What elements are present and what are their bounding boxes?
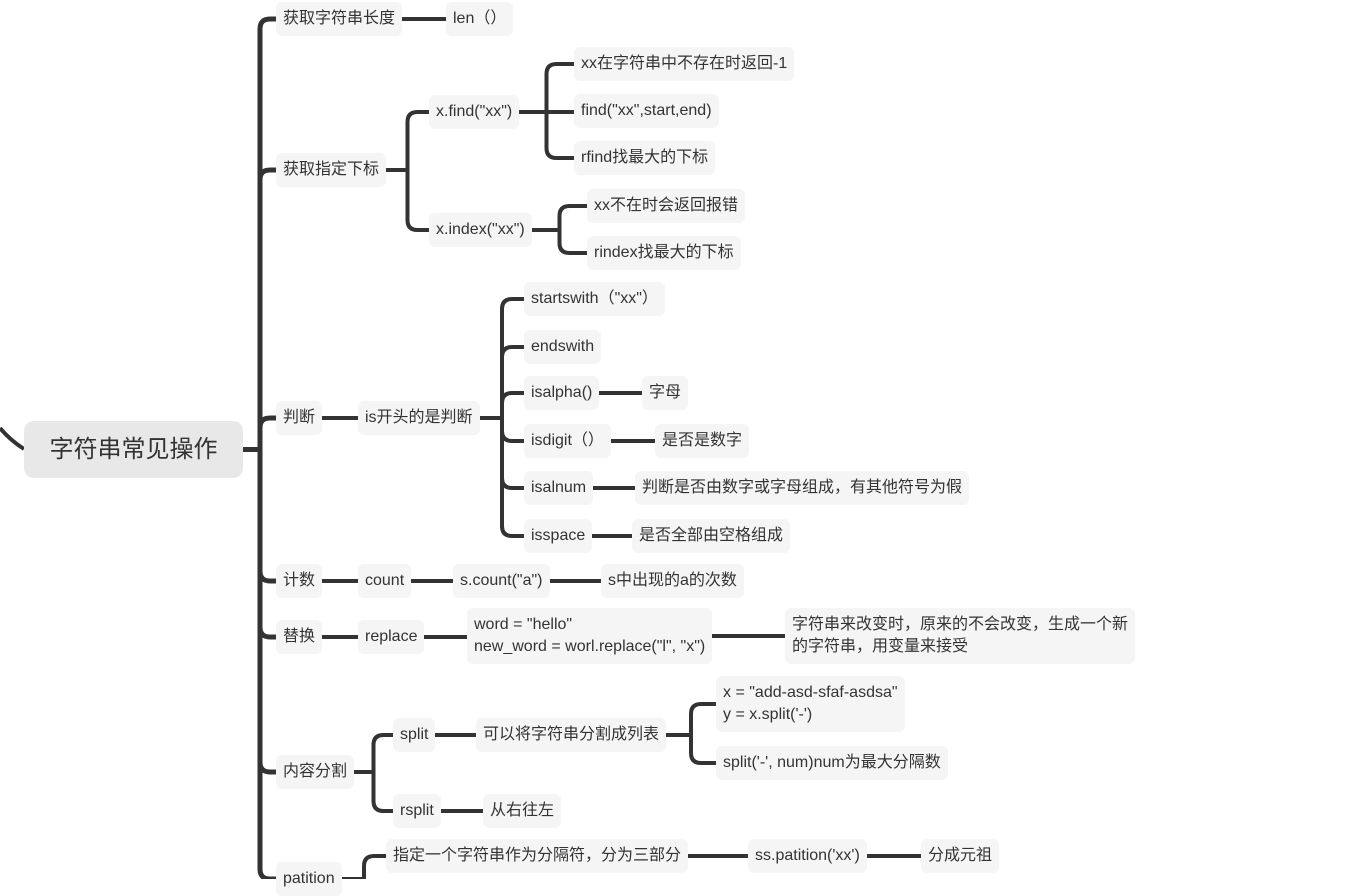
topic-partition-note[interactable]: 指定一个字符串作为分隔符，分为三部分 <box>386 839 689 873</box>
topic-isalpha-note[interactable]: 字母 <box>642 376 689 410</box>
topic-partition[interactable]: patition <box>276 862 342 896</box>
topic-count[interactable]: count <box>358 564 412 598</box>
connector <box>405 110 429 170</box>
topic-split-num[interactable]: split('-', num)num为最大分隔数 <box>716 746 948 780</box>
topic-isalnum[interactable]: isalnum <box>524 471 594 505</box>
topic-replace-note[interactable]: 字符串来改变时，原来的不会改变，生成一个新 的字符串，用变量来接受 <box>785 608 1136 664</box>
topic-get-index[interactable]: 获取指定下标 <box>276 153 387 187</box>
topic-isalpha[interactable]: isalpha() <box>524 376 600 410</box>
topic-find-note-1[interactable]: xx在字符串中不存在时返回-1 <box>574 47 795 81</box>
topic-startswith[interactable]: startswith（"xx"） <box>524 282 665 316</box>
connector <box>257 415 276 450</box>
topic-replace-group[interactable]: 替换 <box>276 620 323 654</box>
topic-partition-example[interactable]: ss.patition('xx') <box>748 839 867 873</box>
connector <box>500 418 524 443</box>
connector <box>544 62 574 112</box>
topic-judge[interactable]: 判断 <box>276 401 323 435</box>
topic-rsplit-note[interactable]: 从右往左 <box>483 794 562 828</box>
topic-find[interactable]: x.find("xx") <box>429 95 520 129</box>
topic-get-length[interactable]: 获取字符串长度 <box>276 2 403 36</box>
topic-index-note[interactable]: xx不在时会返回报错 <box>587 189 746 223</box>
connector <box>557 230 587 255</box>
connector <box>689 702 716 735</box>
connector <box>500 418 524 490</box>
connector <box>257 449 276 879</box>
connector <box>689 735 716 765</box>
connector <box>500 345 524 418</box>
connector <box>371 772 393 813</box>
connector <box>500 418 524 538</box>
connector <box>557 204 587 230</box>
topic-isdigit-note[interactable]: 是否是数字 <box>655 424 750 458</box>
connector <box>500 391 524 418</box>
connector <box>257 167 276 450</box>
connector <box>405 170 429 232</box>
topic-rsplit[interactable]: rsplit <box>393 794 441 828</box>
topic-split[interactable]: split <box>393 718 436 752</box>
connector <box>371 733 393 772</box>
topic-find-note-2[interactable]: find("xx",start,end) <box>574 94 719 128</box>
topic-isspace-note[interactable]: 是否全部由空格组成 <box>632 519 791 553</box>
topic-partition-result[interactable]: 分成元祖 <box>921 839 1000 873</box>
topic-index[interactable]: x.index("xx") <box>429 213 532 247</box>
connector <box>0 426 26 451</box>
connector <box>500 297 524 418</box>
topic-isdigit[interactable]: isdigit（） <box>524 424 611 458</box>
topic-replace[interactable]: replace <box>358 620 425 654</box>
topic-rfind[interactable]: rfind找最大的下标 <box>574 141 716 175</box>
connector <box>544 112 574 160</box>
topic-split-group[interactable]: 内容分割 <box>276 755 355 789</box>
topic-endswith[interactable]: endswith <box>524 330 602 364</box>
topic-len[interactable]: len（） <box>446 2 514 36</box>
topic-replace-example[interactable]: word = "hello" new_word = worl.replace("… <box>467 608 713 664</box>
topic-split-note[interactable]: 可以将字符串分割成列表 <box>476 718 667 752</box>
topic-count-example[interactable]: s.count("a") <box>453 564 550 598</box>
topic-rindex[interactable]: rindex找最大的下标 <box>587 236 741 270</box>
root-topic[interactable]: 字符串常见操作 <box>24 421 243 478</box>
connector <box>362 854 386 879</box>
topic-count-note[interactable]: s中出现的a的次数 <box>601 564 744 598</box>
topic-isspace[interactable]: isspace <box>524 519 593 553</box>
connector <box>257 16 276 450</box>
topic-count-group[interactable]: 计数 <box>276 564 323 598</box>
topic-isalnum-note[interactable]: 判断是否由数字或字母组成，有其他符号为假 <box>635 471 970 505</box>
topic-split-example[interactable]: x = "add-asd-sfaf-asdsa" y = x.split('-'… <box>716 676 905 732</box>
topic-is-prefix[interactable]: is开头的是判断 <box>358 401 480 435</box>
